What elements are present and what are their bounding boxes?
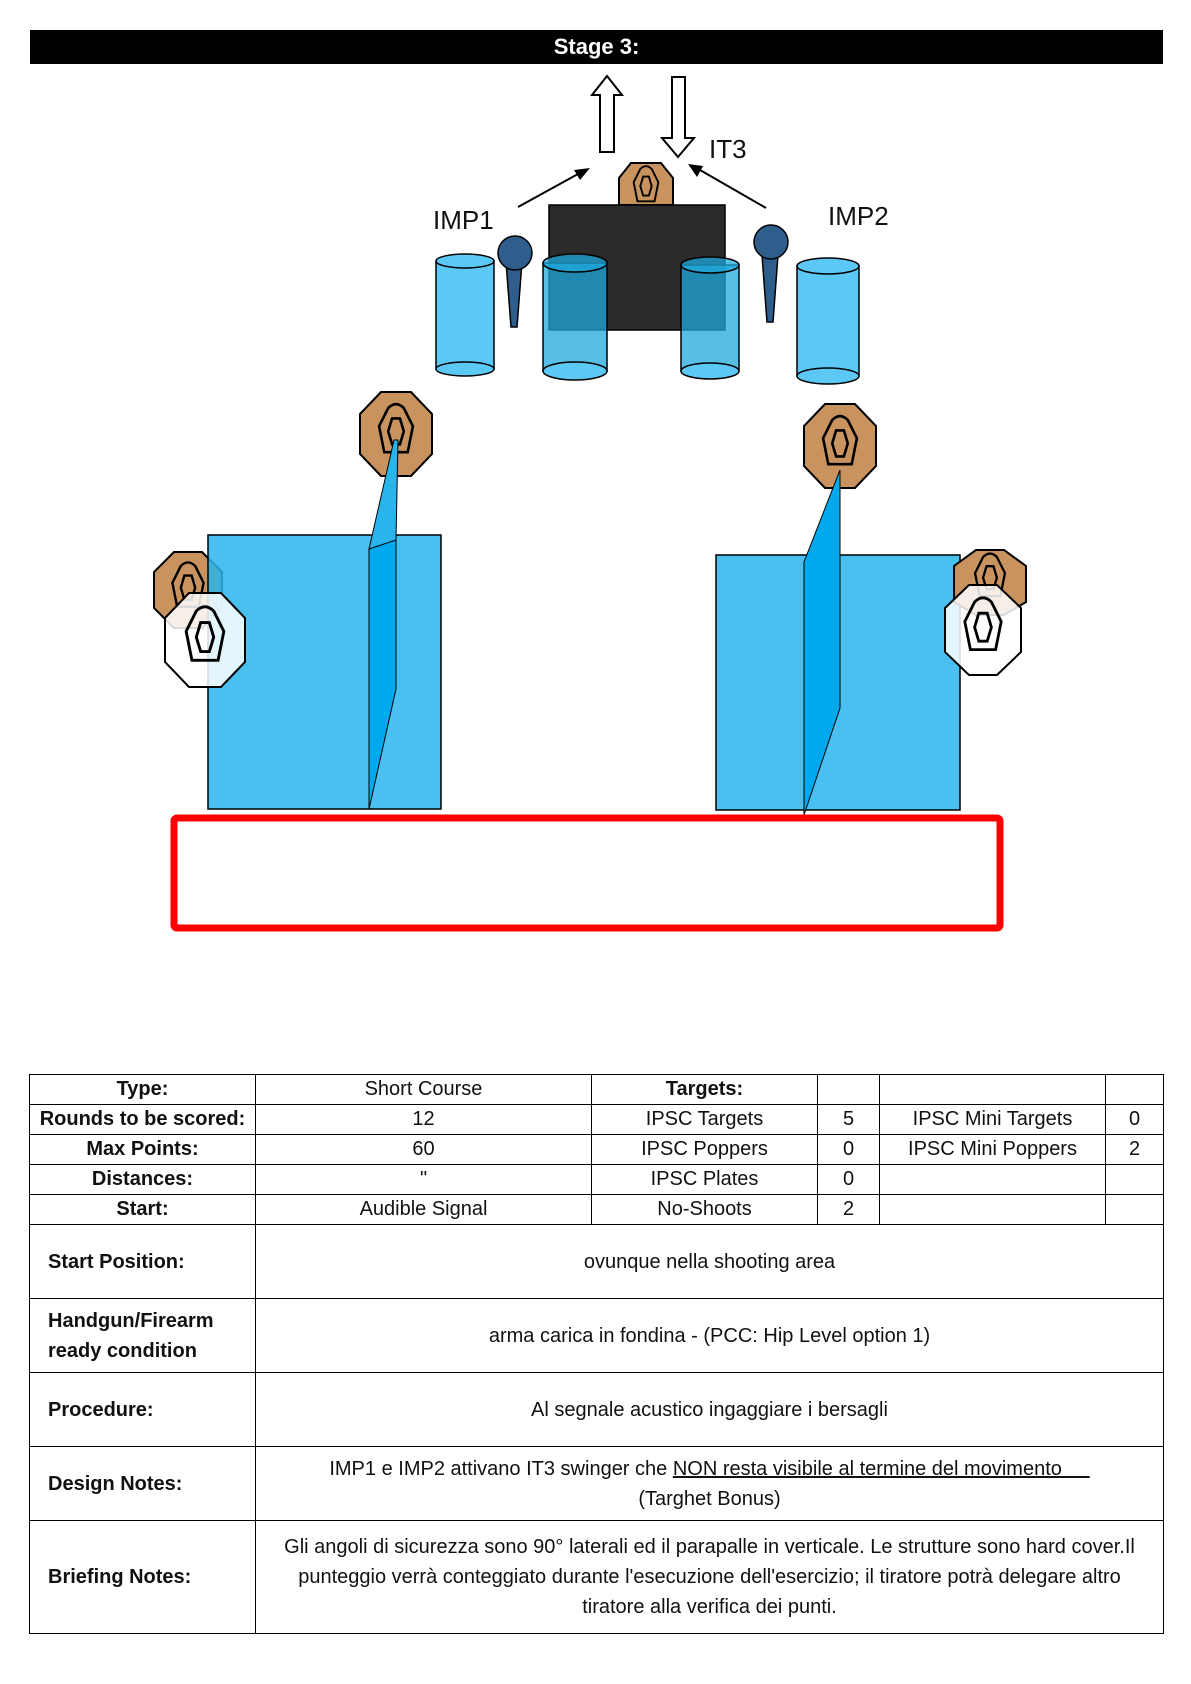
barrel-3 [680, 256, 740, 380]
rounds-label: Rounds to be scored: [29, 1104, 256, 1135]
row-ready-condition: Handgun/Firearm ready condition arma car… [29, 1298, 1164, 1373]
briefing-notes-label: Briefing Notes: [29, 1520, 256, 1634]
ready-condition-value: arma carica in fondina - (PCC: Hip Level… [255, 1298, 1164, 1373]
left-wall [207, 534, 442, 810]
barrel-1 [435, 253, 495, 377]
imp2-mini-popper [753, 224, 789, 323]
row-distances: Distances: " IPSC Plates 0 [29, 1164, 1164, 1195]
stage-title: Stage 3: [30, 30, 1163, 64]
stage-info-table: Type: Short Course Targets: Rounds to be… [29, 1074, 1164, 1634]
ipsc-target-upper-left [359, 391, 433, 477]
start-label: Start: [29, 1194, 256, 1225]
empty-cell [817, 1074, 880, 1105]
empty-cell [879, 1074, 1106, 1105]
imp1-mini-popper [497, 235, 533, 328]
type-value: Short Course [255, 1074, 592, 1105]
design-notes-part-c: (Targhet Bonus) [638, 1487, 781, 1510]
empty-cell [1105, 1074, 1164, 1105]
start-value: Audible Signal [255, 1194, 592, 1225]
ipsc-poppers-value: 0 [817, 1134, 880, 1165]
row-start-position: Start Position: ovunque nella shooting a… [29, 1224, 1164, 1299]
design-notes-value: IMP1 e IMP2 attivano IT3 swinger che NON… [255, 1446, 1164, 1521]
start-position-value: ovunque nella shooting area [255, 1224, 1164, 1299]
ipsc-plates-value: 0 [817, 1164, 880, 1195]
procedure-value: Al segnale acustico ingaggiare i bersagl… [255, 1372, 1164, 1447]
design-notes-label: Design Notes: [29, 1446, 256, 1521]
targets-header: Targets: [591, 1074, 818, 1105]
distances-value: " [255, 1164, 592, 1195]
rounds-value: 12 [255, 1104, 592, 1135]
no-shoot-left [164, 592, 246, 688]
empty-cell [879, 1164, 1106, 1195]
empty-cell [1105, 1164, 1164, 1195]
it3-label: IT3 [709, 134, 747, 164]
row-design-notes: Design Notes: IMP1 e IMP2 attivano IT3 s… [29, 1446, 1164, 1521]
ipsc-mini-poppers-value: 2 [1105, 1134, 1164, 1165]
design-notes-underlined: NON resta visibile al termine del movime… [672, 1457, 1090, 1480]
start-position-label: Start Position: [29, 1224, 256, 1299]
ready-condition-label: Handgun/Firearm ready condition [29, 1298, 256, 1373]
row-procedure: Procedure: Al segnale acustico ingaggiar… [29, 1372, 1164, 1447]
row-max-points: Max Points: 60 IPSC Poppers 0 IPSC Mini … [29, 1134, 1164, 1165]
shooting-area [170, 814, 1004, 932]
ipsc-plates-label: IPSC Plates [591, 1164, 818, 1195]
ipsc-targets-label: IPSC Targets [591, 1104, 818, 1135]
type-label: Type: [29, 1074, 256, 1105]
ipsc-target-upper-right [803, 403, 877, 489]
barrel-2 [542, 253, 608, 381]
max-points-value: 60 [255, 1134, 592, 1165]
max-points-label: Max Points: [29, 1134, 256, 1165]
procedure-label: Procedure: [29, 1372, 256, 1447]
row-start: Start: Audible Signal No-Shoots 2 [29, 1194, 1164, 1225]
empty-cell [879, 1194, 1106, 1225]
briefing-notes-value: Gli angoli di sicurezza sono 90° lateral… [255, 1520, 1164, 1634]
row-rounds: Rounds to be scored: 12 IPSC Targets 5 I… [29, 1104, 1164, 1135]
left-target-stick [368, 439, 399, 550]
barrel-4 [796, 257, 860, 385]
empty-cell [1105, 1194, 1164, 1225]
ipsc-mini-targets-value: 0 [1105, 1104, 1164, 1135]
distances-label: Distances: [29, 1164, 256, 1195]
imp1-activation-arrow [517, 173, 579, 208]
row-type: Type: Short Course Targets: [29, 1074, 1164, 1105]
ipsc-mini-targets-label: IPSC Mini Targets [879, 1104, 1106, 1135]
stage-diagram: IMP1 IMP2 IT3 [153, 74, 1027, 932]
right-wall-panel [803, 469, 841, 816]
ipsc-targets-value: 5 [817, 1104, 880, 1135]
ipsc-mini-poppers-label: IPSC Mini Poppers [879, 1134, 1106, 1165]
design-notes-part-a: IMP1 e IMP2 attivano IT3 swinger che [329, 1457, 673, 1480]
exit-arrow-up [589, 74, 625, 153]
ipsc-poppers-label: IPSC Poppers [591, 1134, 818, 1165]
no-shoot-right [944, 584, 1022, 676]
row-briefing-notes: Briefing Notes: Gli angoli di sicurezza … [29, 1520, 1164, 1634]
no-shoots-value: 2 [817, 1194, 880, 1225]
it3-swinger-target [618, 162, 674, 206]
imp1-label: IMP1 [433, 205, 494, 235]
no-shoots-label: No-Shoots [591, 1194, 818, 1225]
entry-arrow-down [659, 76, 697, 159]
imp2-label: IMP2 [828, 201, 889, 231]
imp2-activation-arrow [699, 169, 767, 209]
